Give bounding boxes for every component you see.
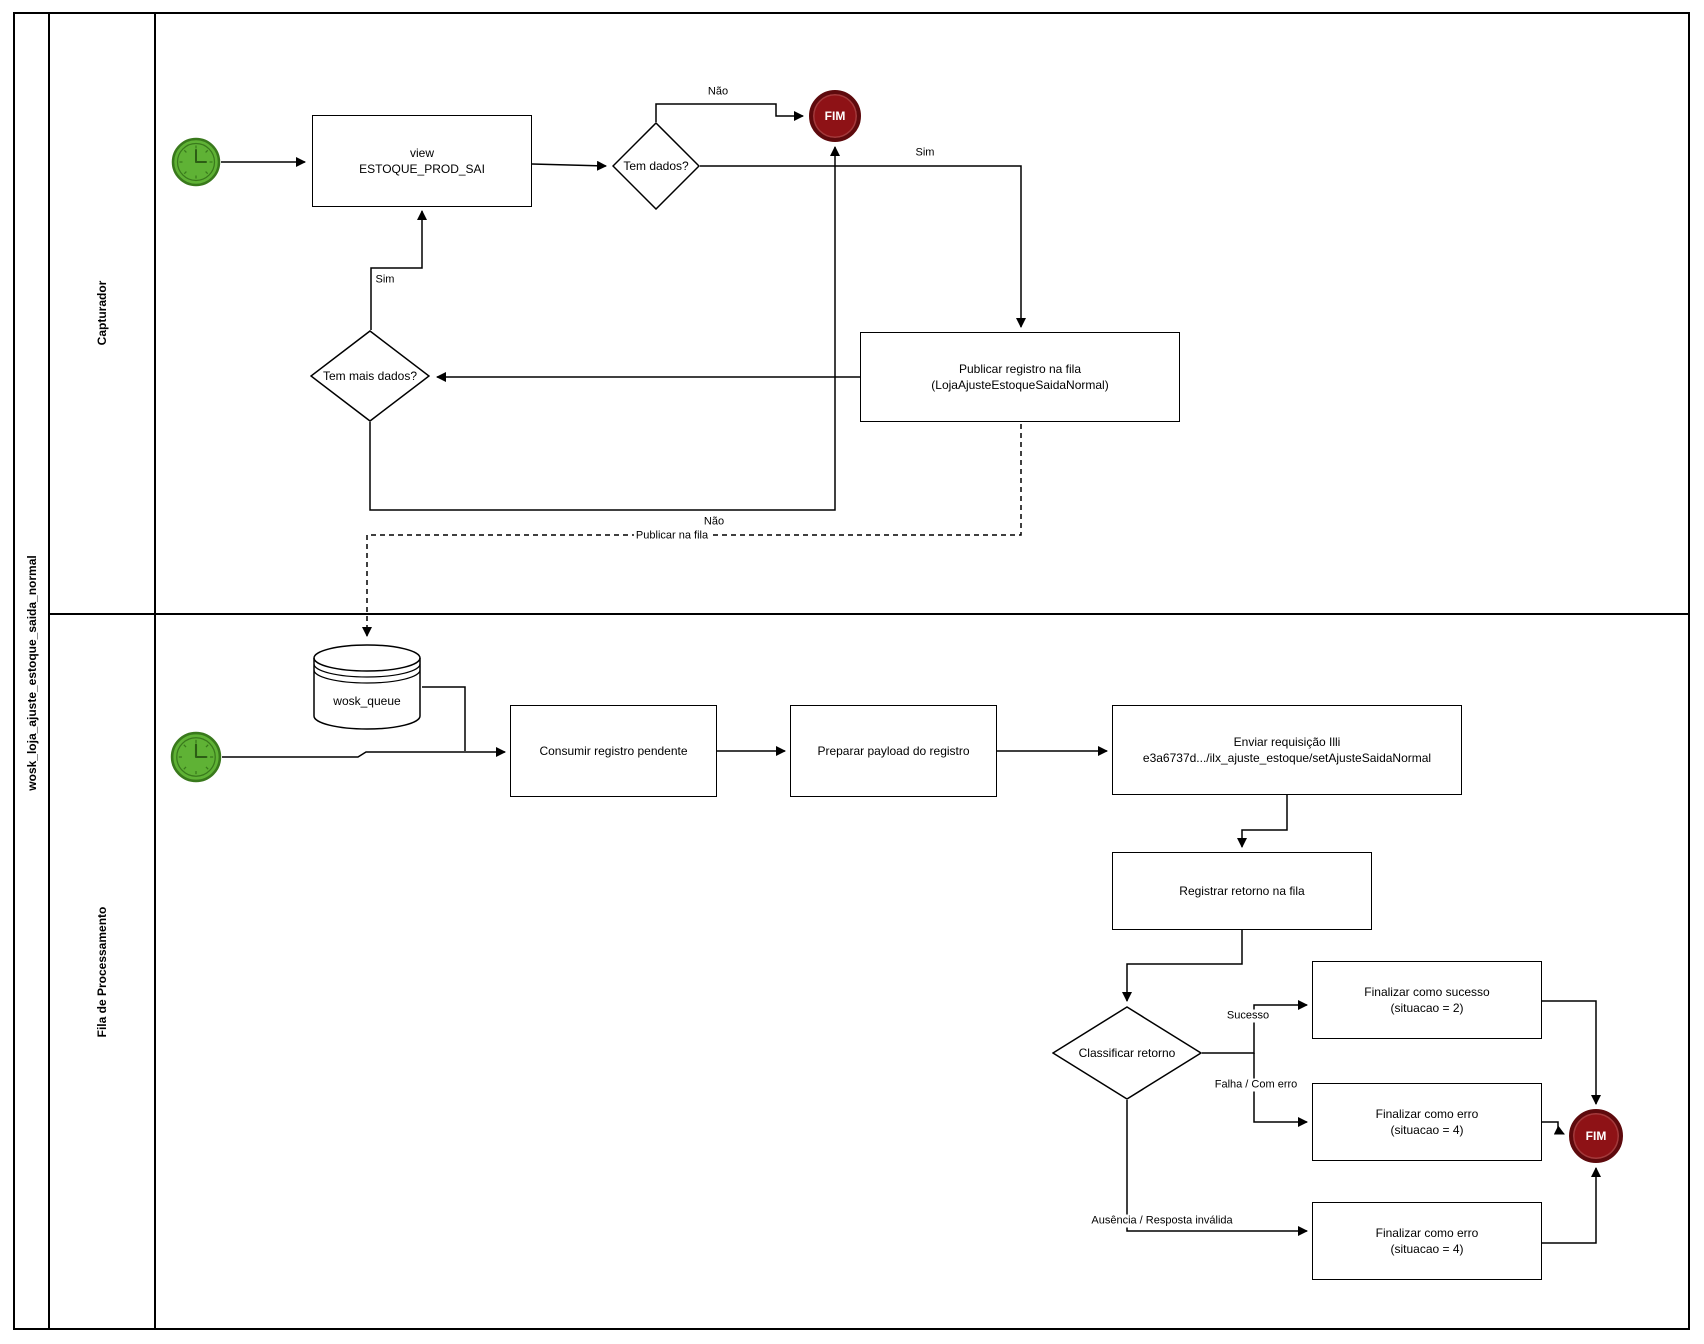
diamond-shape bbox=[612, 122, 700, 210]
task-erro2-line2: (situacao = 4) bbox=[1390, 1242, 1464, 1256]
diamond-shape bbox=[310, 330, 430, 422]
task-consumir-registro-pendente[interactable]: Consumir registro pendente bbox=[510, 705, 717, 797]
gateway-tem-dados[interactable]: Tem dados? bbox=[612, 122, 700, 210]
task-erro2-line1: Finalizar como erro bbox=[1375, 1226, 1479, 1240]
edge-label-falha-com-erro: Falha / Com erro bbox=[1212, 1078, 1300, 1092]
task-view-estoque-prod-sai[interactable]: view ESTOQUE_PROD_SAI bbox=[312, 115, 532, 207]
gateway-tem-mais-dados[interactable]: Tem mais dados? bbox=[310, 330, 430, 422]
lane-label-capturador[interactable]: Capturador bbox=[95, 280, 109, 346]
timer-start-event-fila[interactable] bbox=[170, 731, 222, 783]
queue-wosk-queue[interactable]: wosk_queue bbox=[312, 642, 422, 732]
edge-label-ausencia-resposta-invalida: Ausência / Resposta inválida bbox=[1089, 1214, 1235, 1228]
edge-label-sucesso: Sucesso bbox=[1224, 1009, 1272, 1023]
edge-label-sim-right: Sim bbox=[913, 146, 937, 160]
queue-cylinder-icon bbox=[313, 644, 421, 730]
end-event-fim-capturador[interactable]: FIM bbox=[809, 90, 861, 142]
gateway-classificar-retorno-label: Classificar retorno bbox=[1078, 1046, 1176, 1060]
task-sucesso-line1: Finalizar como sucesso bbox=[1364, 985, 1490, 999]
task-enviar-requisicao[interactable]: Enviar requisição Illi e3a6737d.../ilx_a… bbox=[1112, 705, 1462, 795]
gateway-classificar-retorno[interactable]: Classificar retorno bbox=[1052, 1006, 1202, 1100]
task-publicar-line2: (LojaAjusteEstoqueSaidaNormal) bbox=[931, 378, 1109, 392]
task-finalizar-erro-1[interactable]: Finalizar como erro (situacao = 4) bbox=[1312, 1083, 1542, 1161]
task-view-line1: view bbox=[409, 146, 434, 160]
end-event-fim-label: FIM bbox=[824, 109, 846, 123]
task-sucesso-line2: (situacao = 2) bbox=[1390, 1001, 1464, 1015]
gateway-tem-mais-dados-label: Tem mais dados? bbox=[322, 369, 418, 383]
lane-label-fila-de-processamento[interactable]: Fila de Processamento bbox=[95, 906, 109, 1038]
timer-clock-icon bbox=[171, 137, 221, 187]
task-finalizar-erro-2[interactable]: Finalizar como erro (situacao = 4) bbox=[1312, 1202, 1542, 1280]
task-registrar-label: Registrar retorno na fila bbox=[1179, 884, 1305, 898]
task-consumir-label: Consumir registro pendente bbox=[539, 744, 688, 758]
pool-title: wosk_loja_ajuste_estoque_saida_normal bbox=[25, 555, 39, 791]
task-erro1-line2: (situacao = 4) bbox=[1390, 1123, 1464, 1137]
task-registrar-retorno[interactable]: Registrar retorno na fila bbox=[1112, 852, 1372, 930]
task-publicar-registro-na-fila[interactable]: Publicar registro na fila (LojaAjusteEst… bbox=[860, 332, 1180, 422]
task-view-line2: ESTOQUE_PROD_SAI bbox=[359, 162, 485, 176]
pool-title-cell[interactable]: wosk_loja_ajuste_estoque_saida_normal bbox=[15, 14, 50, 1328]
task-enviar-line1: Enviar requisição Illi bbox=[1233, 735, 1341, 749]
edge-label-publicar-na-fila: Publicar na fila bbox=[633, 529, 711, 543]
diamond-shape bbox=[1052, 1006, 1202, 1100]
task-enviar-line2: e3a6737d.../ilx_ajuste_estoque/setAjuste… bbox=[1142, 751, 1432, 765]
lane-label-column-border bbox=[154, 14, 156, 1328]
task-erro1-line1: Finalizar como erro bbox=[1375, 1107, 1479, 1121]
queue-label: wosk_queue bbox=[333, 694, 401, 708]
edge-label-sim-loop: Sim bbox=[373, 273, 397, 287]
edge-label-nao-bottom: Não bbox=[701, 515, 727, 529]
task-finalizar-sucesso[interactable]: Finalizar como sucesso (situacao = 2) bbox=[1312, 961, 1542, 1039]
timer-clock-icon bbox=[170, 731, 222, 783]
pool-wosk-loja-ajuste-estoque-saida-normal[interactable]: wosk_loja_ajuste_estoque_saida_normal Ca… bbox=[13, 12, 1690, 1330]
edge-label-nao-top: Não bbox=[705, 85, 731, 99]
task-publicar-line1: Publicar registro na fila bbox=[958, 362, 1082, 376]
timer-start-event-capturador[interactable] bbox=[171, 137, 221, 187]
lane-divider bbox=[50, 613, 1688, 615]
end-event-fim-label: FIM bbox=[1585, 1129, 1607, 1143]
task-preparar-payload[interactable]: Preparar payload do registro bbox=[790, 705, 997, 797]
task-preparar-label: Preparar payload do registro bbox=[817, 744, 970, 758]
gateway-tem-dados-label: Tem dados? bbox=[623, 159, 689, 173]
end-event-fim-fila[interactable]: FIM bbox=[1569, 1109, 1623, 1163]
